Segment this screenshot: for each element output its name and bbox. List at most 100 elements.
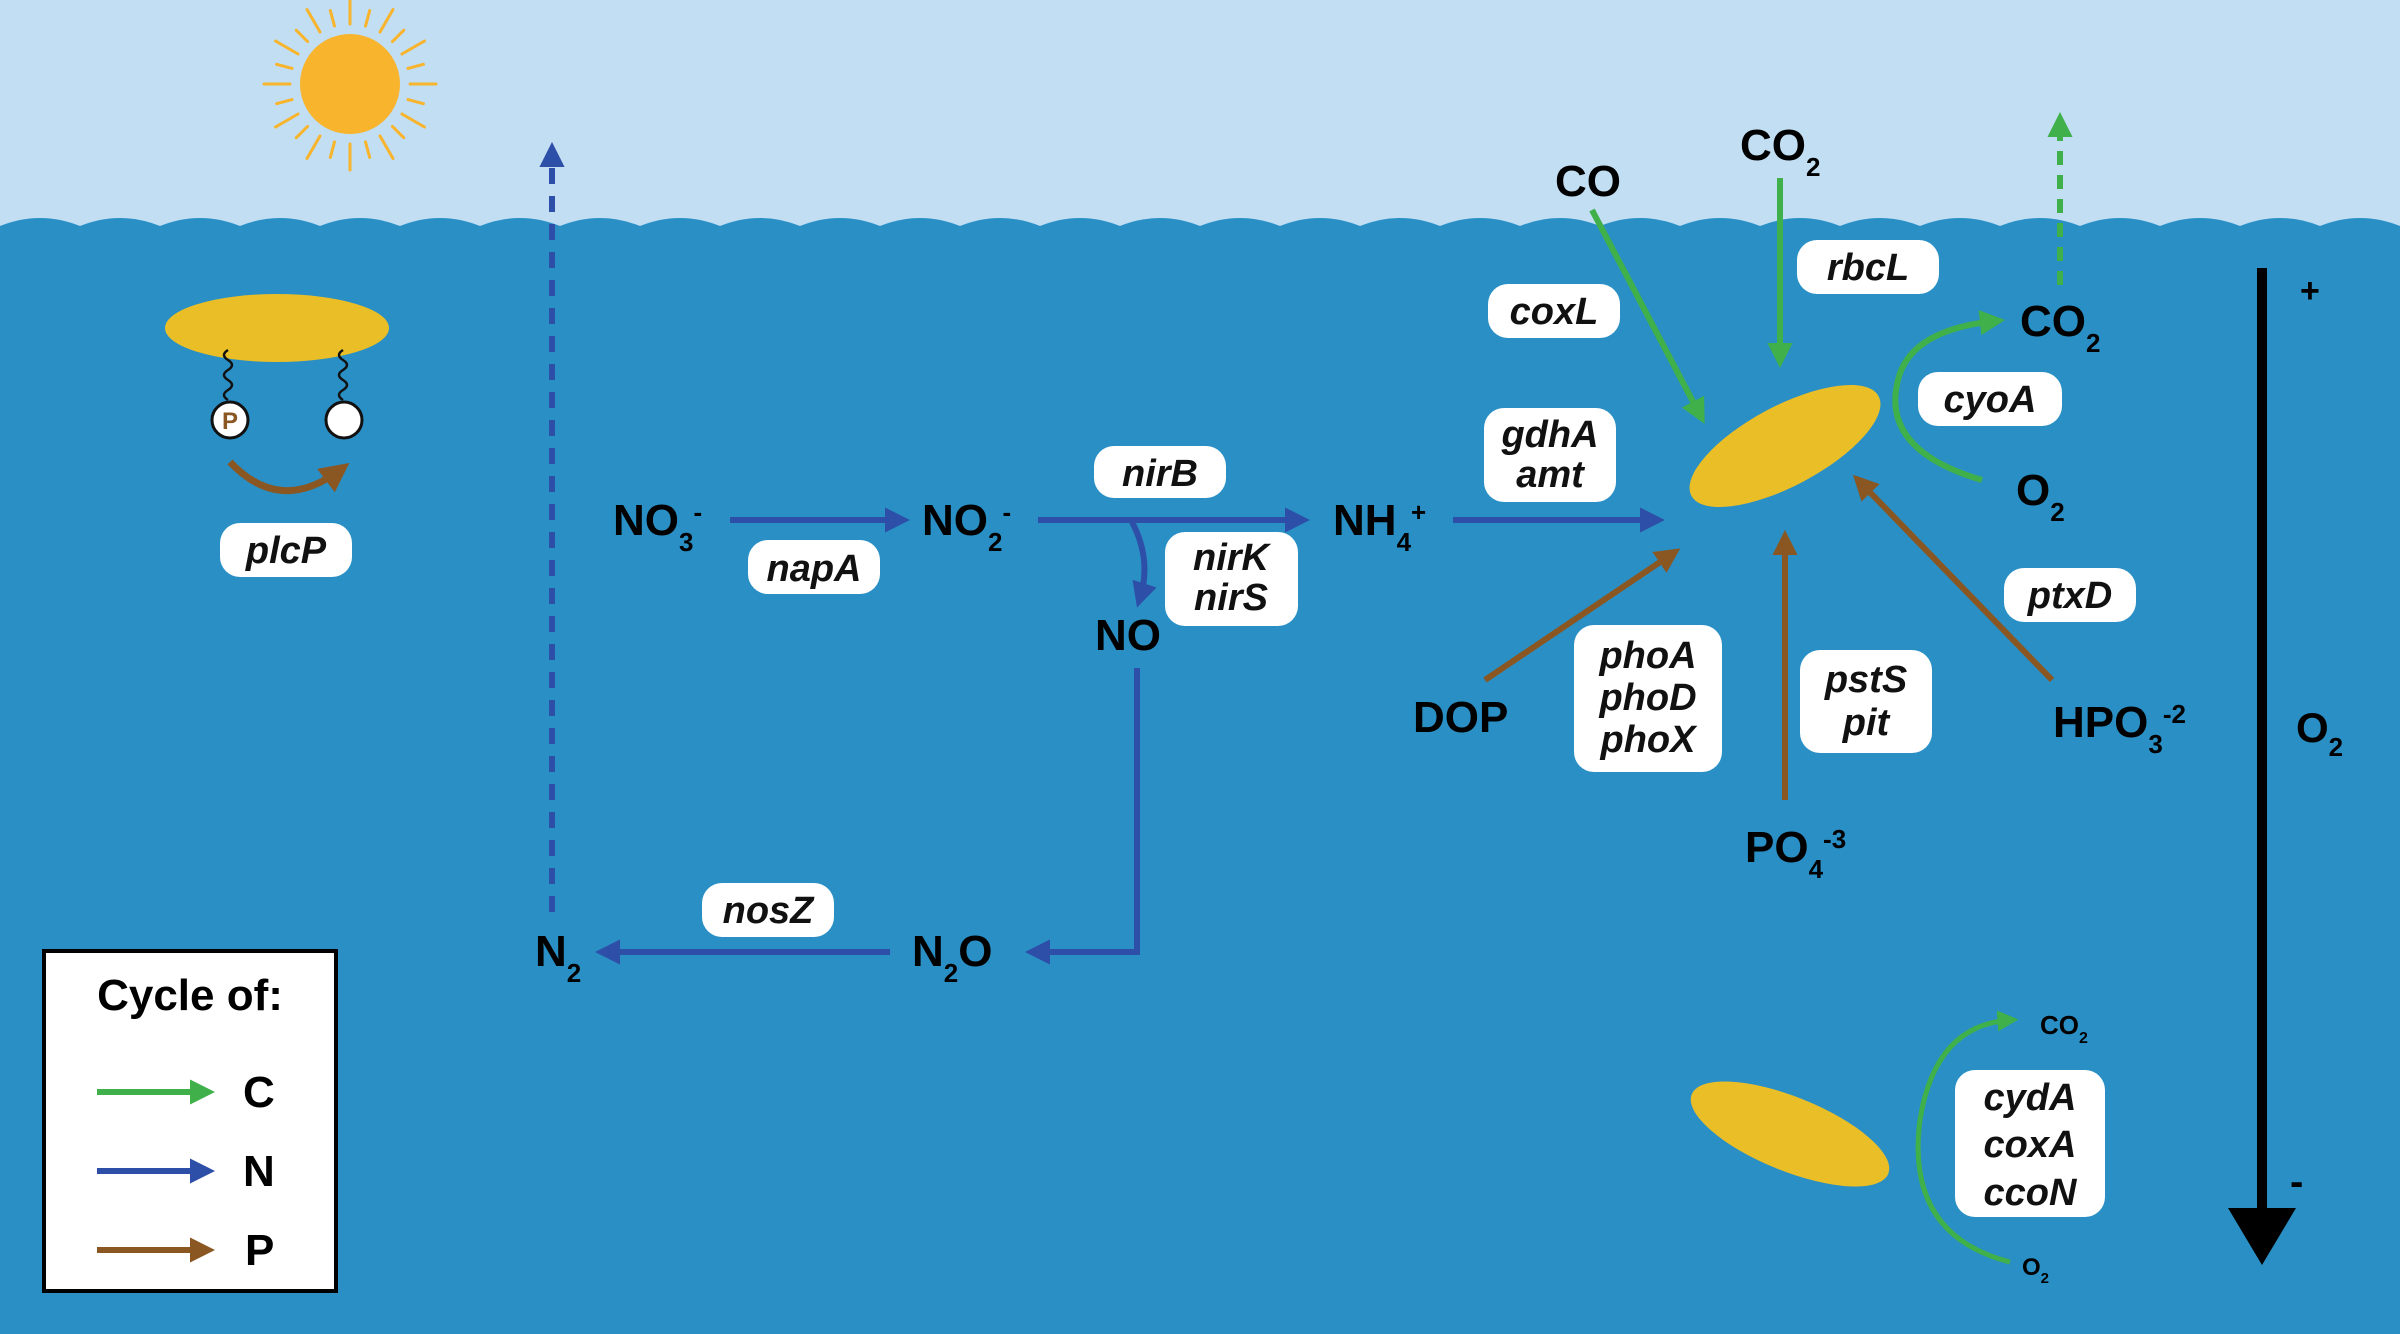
cell-icon <box>165 294 389 362</box>
water-surface <box>0 218 2400 1334</box>
svg-text:cydA: cydA <box>1984 1077 2077 1119</box>
compound-n2o: N2O <box>912 927 992 988</box>
compound-no: NO <box>1095 611 1161 660</box>
arrow-plcp <box>227 459 350 494</box>
arrow-cyoA <box>1892 310 2006 483</box>
gene-label-nosZ: nosZ <box>702 883 834 937</box>
sun-ray <box>275 62 294 70</box>
sun-ray <box>406 98 425 106</box>
gene-label-coxL: coxL <box>1488 284 1620 338</box>
compound-o2-small: O2 <box>2022 1254 2049 1287</box>
svg-text:plcP: plcP <box>245 530 327 572</box>
oxygen-gradient: + - O2 <box>2228 268 2343 1265</box>
sun-ray <box>274 112 300 129</box>
gene-label-ptxD: ptxD <box>2004 568 2136 622</box>
compound-co2-right: CO2 <box>2020 297 2100 358</box>
svg-text:amt: amt <box>1516 454 1585 496</box>
compound-hpo3: HPO3-2 <box>2053 698 2186 759</box>
sun-ray <box>400 112 426 129</box>
legend: Cycle of: C N P <box>42 949 338 1293</box>
sun-ray <box>274 39 300 56</box>
svg-text:N: N <box>243 1147 275 1196</box>
sun-ray <box>294 124 310 140</box>
legend-item-carbon: C <box>97 1068 275 1117</box>
sun-ray <box>294 28 310 44</box>
sun-ray <box>364 9 372 28</box>
legend-item-nitrogen: N <box>97 1147 275 1196</box>
legend-title: Cycle of: <box>97 971 283 1020</box>
phosphate-symbol: P <box>222 408 238 435</box>
svg-text:gdhA: gdhA <box>1500 414 1598 456</box>
compound-o2-right: O2 <box>2016 466 2065 527</box>
sun-ray <box>305 8 322 34</box>
arrow-pho <box>1483 548 1681 683</box>
phospholipid-cell: P plcP <box>165 294 389 577</box>
svg-text:cyoA: cyoA <box>1944 379 2037 421</box>
arrow-coxL <box>1589 208 1705 424</box>
gene-label-napA: napA <box>748 540 880 594</box>
lipid-tail-icon <box>222 348 234 402</box>
gene-label-cydA-coxA-ccoN: cydA coxA ccoN <box>1955 1070 2105 1217</box>
sky <box>0 0 2400 240</box>
compound-no3: NO3- <box>613 496 702 557</box>
compound-n2: N2 <box>535 927 581 988</box>
svg-text:nosZ: nosZ <box>723 890 816 932</box>
compound-co2-small: CO2 <box>2040 1010 2088 1047</box>
svg-text:ccoN: ccoN <box>1984 1172 2078 1214</box>
gene-label-nirK-nirS: nirK nirS <box>1165 532 1298 626</box>
svg-text:phoA: phoA <box>1598 635 1696 677</box>
legend-item-phosphorus: P <box>97 1226 274 1275</box>
gene-label-nirB: nirB <box>1094 446 1226 498</box>
svg-text:ptxD: ptxD <box>2027 575 2112 617</box>
svg-text:rbcL: rbcL <box>1827 247 1909 289</box>
sun-ray <box>390 124 406 140</box>
svg-text:phoD: phoD <box>1598 677 1696 719</box>
sun-ray <box>378 8 395 34</box>
arrow-cydA-coxA-ccoN <box>1915 1010 2019 1265</box>
sun-ray <box>328 140 336 159</box>
svg-text:pstS: pstS <box>1824 659 1907 701</box>
compound-co: CO <box>1555 157 1621 206</box>
arrow-no-n2o <box>1024 668 1140 965</box>
compound-dop: DOP <box>1413 693 1508 742</box>
svg-text:P: P <box>245 1226 274 1275</box>
central-cell-icon <box>1689 384 1881 508</box>
sun-ray <box>305 134 322 160</box>
svg-text:C: C <box>243 1068 275 1117</box>
svg-text:nirB: nirB <box>1122 453 1198 495</box>
sun-ray <box>406 62 425 70</box>
gene-label-cyoA: cyoA <box>1918 372 2062 426</box>
svg-text:coxA: coxA <box>1984 1124 2077 1166</box>
gene-label-pstS-pit: pstS pit <box>1800 650 1932 753</box>
svg-text:phoX: phoX <box>1600 719 1699 761</box>
sun-ray <box>364 140 372 159</box>
sun-icon <box>262 0 438 172</box>
compound-po4: PO4-3 <box>1745 823 1846 884</box>
gene-label-plcP: plcP <box>220 523 352 577</box>
gradient-minus: - <box>2290 1160 2303 1204</box>
sun-ray <box>328 9 336 28</box>
gene-label-pho: phoA phoD phoX <box>1574 625 1722 772</box>
lipid-tail-icon <box>337 348 349 402</box>
svg-text:coxL: coxL <box>1510 291 1599 333</box>
svg-text:napA: napA <box>767 548 862 590</box>
arrow-nirK-nirS <box>1129 520 1157 608</box>
compound-co2-top: CO2 <box>1740 121 1820 182</box>
head-group-icon <box>324 400 364 440</box>
sun-ray <box>378 134 395 160</box>
arrow-ptxD <box>1852 474 2055 683</box>
sun-ray <box>390 28 406 44</box>
gene-label-gdhA-amt: gdhA amt <box>1484 408 1616 502</box>
arrow-down-icon <box>2228 1208 2296 1265</box>
low-oxygen-cell-icon <box>1690 1081 1890 1187</box>
gradient-label: O2 <box>2296 704 2343 762</box>
svg-text:pit: pit <box>1842 702 1891 744</box>
compound-no2: NO2- <box>922 496 1011 557</box>
phosphate-head-icon <box>210 400 250 440</box>
gradient-plus: + <box>2300 272 2320 310</box>
gene-label-rbcL: rbcL <box>1797 240 1939 294</box>
sun-ray <box>275 98 294 106</box>
sun-ray <box>400 39 426 56</box>
